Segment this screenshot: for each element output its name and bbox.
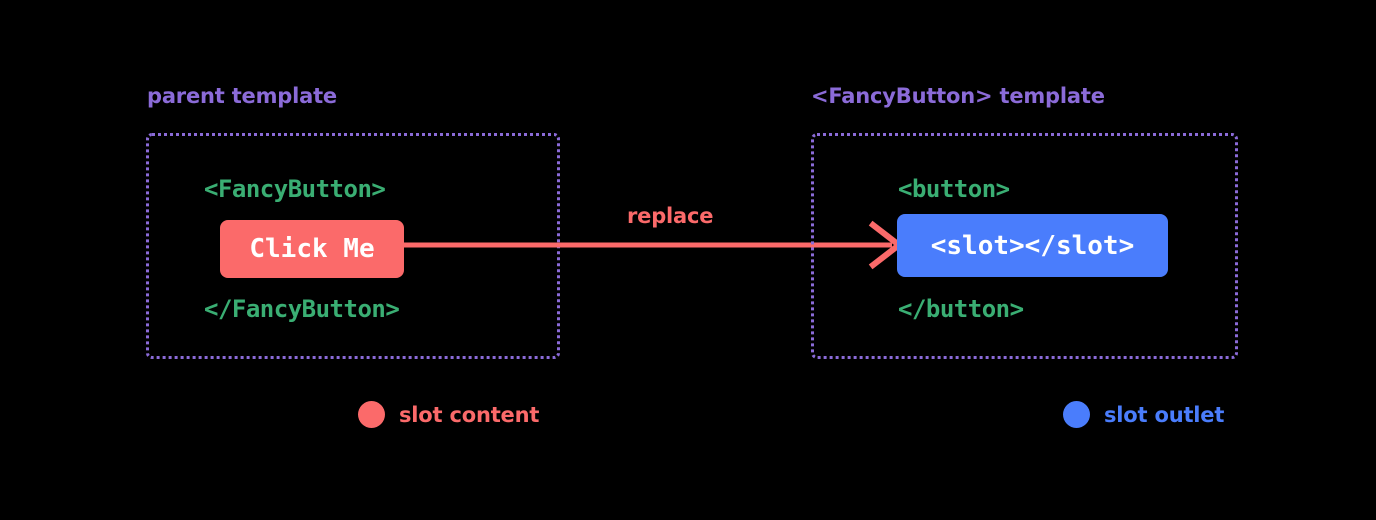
legend-dot-icon xyxy=(1063,401,1090,428)
parent-open-tag: <FancyButton> xyxy=(204,175,386,203)
slot-content-chip: Click Me xyxy=(220,220,404,278)
legend-label-slot-outlet: slot outlet xyxy=(1104,402,1225,427)
legend-dot-icon xyxy=(358,401,385,428)
replace-label: replace xyxy=(627,204,714,228)
button-open-tag: <button> xyxy=(898,175,1010,203)
legend-label-slot-content: slot content xyxy=(399,402,540,427)
parent-close-tag: </FancyButton> xyxy=(204,295,400,323)
slot-outlet-chip: <slot></slot> xyxy=(897,214,1168,277)
button-close-tag: </button> xyxy=(898,295,1024,323)
legend-item-slot-content: slot content xyxy=(358,401,539,428)
fancybutton-template-box xyxy=(811,133,1238,359)
fancybutton-template-heading: <FancyButton> template xyxy=(811,84,1105,108)
legend-item-slot-outlet: slot outlet xyxy=(1063,401,1224,428)
parent-template-heading: parent template xyxy=(147,84,337,108)
